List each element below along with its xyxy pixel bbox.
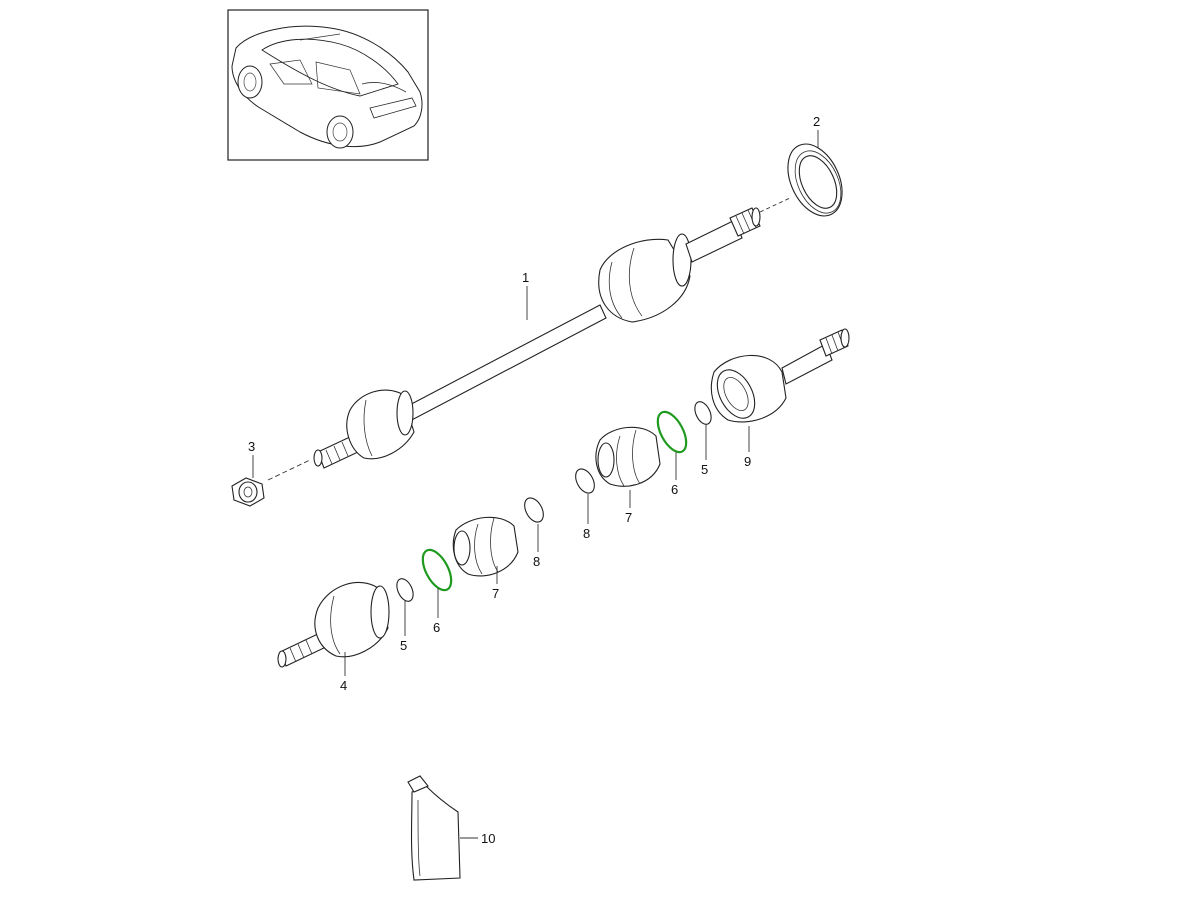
clamp-upper[interactable] xyxy=(652,407,692,456)
car-silhouette-icon xyxy=(231,25,423,149)
collar-nut[interactable] xyxy=(231,459,311,507)
part-label-7-upper[interactable]: 7 xyxy=(625,510,632,525)
outer-cv-joint[interactable] xyxy=(277,581,390,668)
drive-shaft-assembly[interactable] xyxy=(313,207,761,469)
leader-lines xyxy=(252,130,819,839)
seal-ring[interactable] xyxy=(759,135,853,224)
small-clamp-upper[interactable] xyxy=(572,466,598,496)
part-label-5-upper[interactable]: 5 xyxy=(701,462,708,477)
small-clamp-lower[interactable] xyxy=(521,495,547,525)
part-label-2[interactable]: 2 xyxy=(813,114,820,129)
part-label-9[interactable]: 9 xyxy=(744,454,751,469)
part-label-8-upper[interactable]: 8 xyxy=(583,526,590,541)
part-label-4[interactable]: 4 xyxy=(340,678,347,693)
part-label-6-upper[interactable]: 6 xyxy=(671,482,678,497)
part-label-8-lower[interactable]: 8 xyxy=(533,554,540,569)
part-label-5-lower[interactable]: 5 xyxy=(400,638,407,653)
part-label-1[interactable]: 1 xyxy=(522,270,529,285)
boot-upper[interactable] xyxy=(595,426,661,487)
grease-tube[interactable] xyxy=(407,775,461,881)
clamp-lower[interactable] xyxy=(417,545,457,594)
boot-lower[interactable] xyxy=(452,516,519,577)
vehicle-thumbnail[interactable] xyxy=(227,9,429,161)
circlip-upper[interactable] xyxy=(692,399,715,427)
part-label-6-lower[interactable]: 6 xyxy=(433,620,440,635)
part-number-labels: 1 2 3 4 5 5 6 6 7 7 8 8 9 10 xyxy=(248,114,820,846)
part-label-7-lower[interactable]: 7 xyxy=(492,586,499,601)
inner-cv-joint[interactable] xyxy=(710,328,850,424)
part-label-10[interactable]: 10 xyxy=(481,831,495,846)
part-label-3[interactable]: 3 xyxy=(248,439,255,454)
circlip-lower[interactable] xyxy=(394,576,417,604)
